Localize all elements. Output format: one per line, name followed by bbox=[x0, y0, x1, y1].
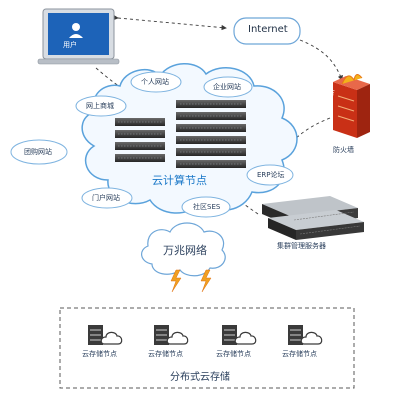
storage-node-label: 云存储节点 bbox=[148, 350, 183, 358]
storage-node-icon bbox=[88, 325, 123, 345]
compute-servers bbox=[115, 100, 246, 168]
firewall-label: 防火墙 bbox=[333, 146, 354, 154]
bubble-shop bbox=[75, 95, 127, 117]
cluster-servers-icon bbox=[262, 196, 364, 240]
internet-cloud bbox=[233, 17, 301, 45]
site-bubbles bbox=[10, 71, 294, 218]
network-label: 万兆网络 bbox=[163, 244, 207, 257]
bubble-personal bbox=[130, 71, 182, 93]
site-enterprise-label: 企业网站 bbox=[213, 83, 241, 91]
storage-node: 云存储节点 bbox=[278, 322, 334, 362]
firewall-icon bbox=[333, 74, 370, 138]
site-group-buy-label: 团购网站 bbox=[24, 148, 52, 156]
storage-box bbox=[59, 307, 355, 389]
internet-label: Internet bbox=[248, 24, 288, 35]
bubble-enterprise bbox=[203, 76, 253, 98]
internet-firewall-link bbox=[299, 39, 343, 81]
site-community-label: 社区SES bbox=[193, 203, 221, 211]
lightning-icon bbox=[170, 269, 212, 293]
storage-node-icon bbox=[154, 325, 189, 345]
site-shop-label: 网上商城 bbox=[86, 102, 114, 110]
storage-node-icon bbox=[222, 325, 257, 345]
storage-title: 分布式云存储 bbox=[170, 372, 230, 383]
site-erp-label: ERP论坛 bbox=[257, 171, 285, 179]
bubble-community bbox=[181, 196, 231, 218]
storage-node: 云存储节点 bbox=[78, 322, 134, 362]
laptop-icon bbox=[37, 8, 120, 65]
cluster-label: 集群管理服务器 bbox=[277, 242, 326, 250]
storage-node-label: 云存储节点 bbox=[216, 350, 251, 358]
compute-cloud-title: 云计算节点 bbox=[152, 174, 207, 187]
server-rack-left bbox=[115, 118, 165, 162]
bubble-group-buy bbox=[10, 139, 68, 165]
site-personal-label: 个人网站 bbox=[141, 78, 169, 86]
site-portal-label: 门户网站 bbox=[92, 194, 120, 202]
storage-node: 云存储节点 bbox=[212, 322, 268, 362]
bubble-erp bbox=[246, 164, 294, 186]
bubble-portal bbox=[81, 187, 133, 209]
network-cloud bbox=[141, 222, 226, 277]
storage-node-label: 云存储节点 bbox=[82, 350, 117, 358]
laptop-user-label: 用户 bbox=[63, 41, 77, 49]
storage-node-label: 云存储节点 bbox=[282, 350, 317, 358]
storage-node: 云存储节点 bbox=[144, 322, 200, 362]
storage-node-icon bbox=[288, 325, 323, 345]
server-rack-right bbox=[176, 100, 246, 168]
laptop-internet-link bbox=[113, 14, 227, 31]
